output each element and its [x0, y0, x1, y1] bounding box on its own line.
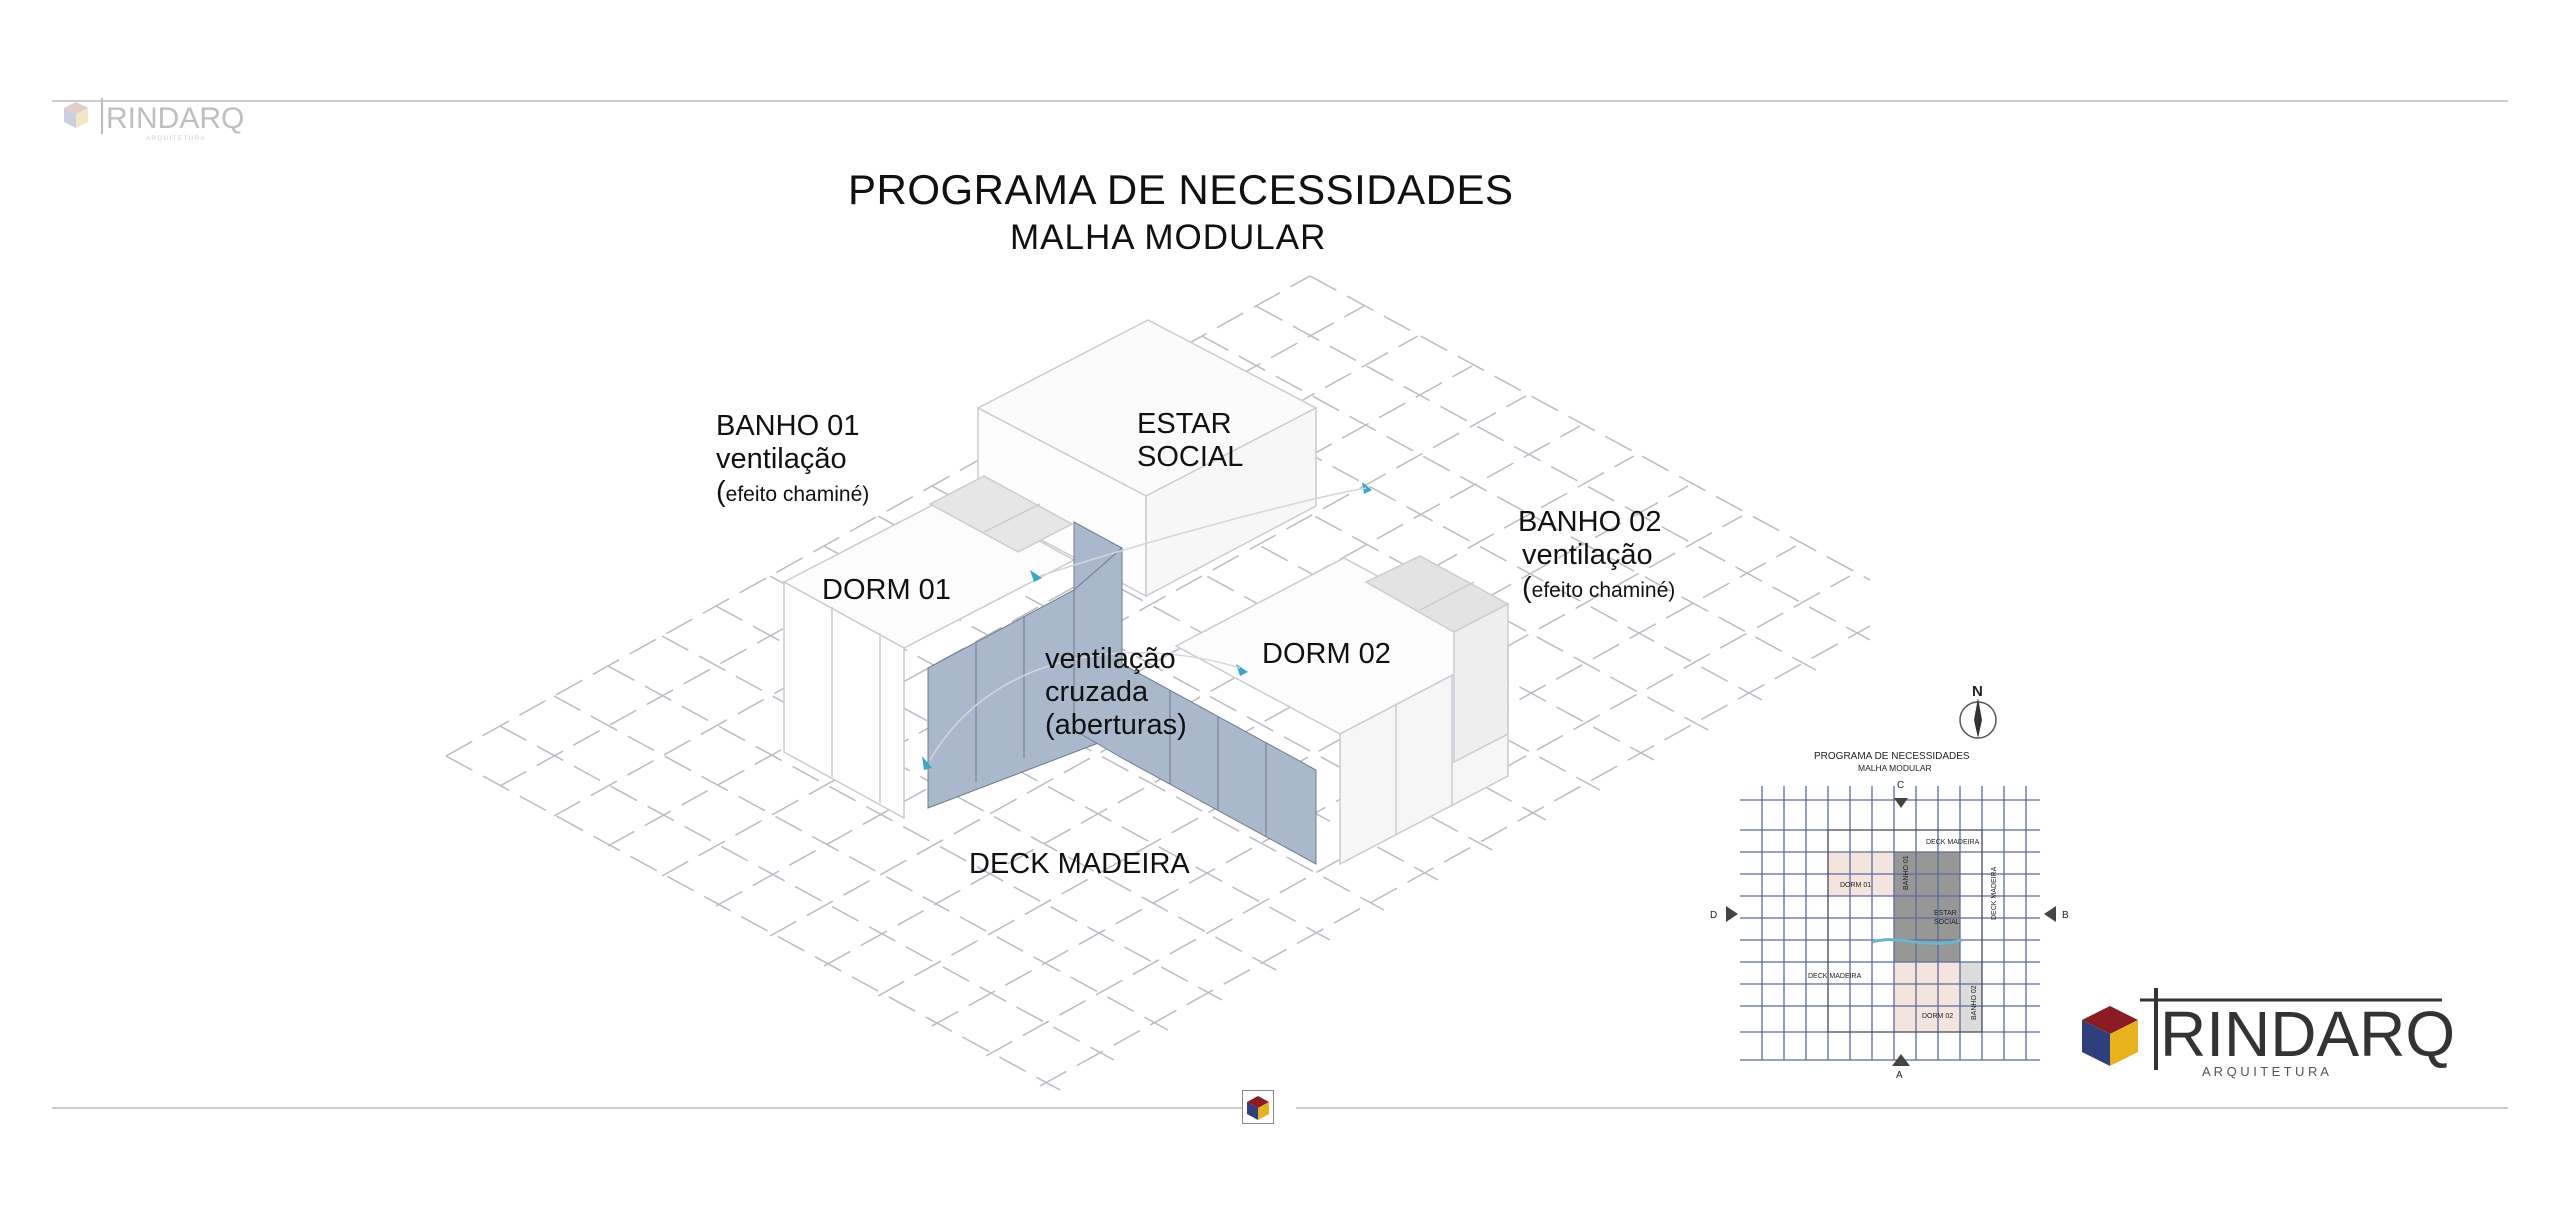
banho02-paren: (	[1522, 572, 1532, 604]
banho02-ventilacao: ventilação	[1522, 539, 1653, 571]
label-ventilacao-cruzada: ventilação cruzada (aberturas)	[1045, 643, 1187, 742]
header-logo-sub: A R Q U I T E T U R A	[146, 136, 205, 142]
arrow-icon	[1030, 570, 1042, 582]
mini-label-banho01: BANHO 01	[1903, 855, 1910, 890]
mini-grid-inner	[1827, 829, 1983, 1033]
banho01-ventilacao: ventilação	[716, 443, 847, 475]
cut-label-top: C	[1897, 780, 1904, 791]
brand-logo-cube-icon	[2082, 1006, 2138, 1066]
brand-logo: RINDARQ A R Q U I T E T U R A	[2082, 988, 2452, 1079]
mini-label-estar: ESTAR	[1934, 910, 1957, 917]
label-banho-01: BANHO 01 ventilação (efeito chaminé)	[716, 410, 869, 511]
header-logo-word: RINDARQ	[106, 102, 244, 135]
airflow-curves	[929, 487, 1367, 761]
ventilacao-line3: (aberturas)	[1045, 709, 1187, 741]
mini-banho02-fill	[1960, 962, 1982, 1032]
arrow-icon	[1362, 482, 1372, 494]
brand-logo-word: RINDARQ	[2160, 998, 2452, 1070]
estar-line2: SOCIAL	[1137, 441, 1244, 473]
banho01-note-text: efeito chaminé)	[725, 483, 870, 506]
mini-ventilation-wave	[1871, 938, 1963, 945]
mini-label-dorm01: DORM 01	[1840, 882, 1871, 889]
ventilation-walls	[927, 521, 1317, 865]
north-label: N	[1972, 683, 1983, 700]
mini-label-deck-left: DECK MADEIRA	[1808, 973, 1862, 980]
cut-label-bottom: A	[1896, 1070, 1903, 1080]
mini-dorm02-fill	[1894, 962, 1960, 1032]
ventilacao-line2: cruzada	[1045, 676, 1149, 708]
mini-label-deck-right: DECK MADEIRA	[1991, 866, 1998, 920]
banho01-name: BANHO 01	[716, 410, 860, 442]
estar-line1: ESTAR	[1137, 408, 1232, 440]
bottom-rule-right	[1296, 1107, 2508, 1109]
top-rule	[52, 100, 2508, 102]
banho01-note: (efeito chaminé)	[716, 476, 869, 511]
page-subtitle: MALHA MODULAR	[1010, 218, 1327, 257]
mini-floor-plan: N PROGRAMA DE NECESSIDADES MALHA MODULAR	[1710, 683, 2069, 1080]
bottom-rule-left	[52, 1107, 1242, 1109]
cut-marker-bottom-icon	[1892, 1054, 1910, 1066]
mini-label-deck-top: DECK MADEIRA	[1926, 839, 1980, 846]
banho02-name: BANHO 02	[1518, 506, 1662, 538]
mini-plan-title: PROGRAMA DE NECESSIDADES	[1814, 751, 1970, 762]
cut-marker-right-icon	[2044, 906, 2056, 922]
header-logo: RINDARQ A R Q U I T E T U R A	[64, 98, 244, 142]
cut-label-left: D	[1710, 910, 1717, 921]
brand-logo-sub: A R Q U I T E T U R A	[2202, 1064, 2329, 1079]
ventilacao-line1: ventilação	[1045, 643, 1176, 675]
label-deck-madeira: DECK MADEIRA	[969, 848, 1190, 880]
label-dorm-01: DORM 01	[822, 574, 951, 606]
mini-plan-subtitle: MALHA MODULAR	[1858, 763, 1932, 773]
label-estar-social: ESTAR SOCIAL	[1137, 408, 1243, 474]
banho02-note-text: efeito chaminé)	[1531, 579, 1676, 602]
label-banho-02: BANHO 02 ventilação (efeito chaminé)	[1518, 506, 1675, 607]
cut-marker-top-icon	[1894, 798, 1908, 808]
banho01-paren: (	[716, 476, 726, 508]
north-arrow-icon: N	[1959, 683, 1997, 739]
arrow-icon	[922, 756, 932, 770]
page-title: PROGRAMA DE NECESSIDADES	[848, 166, 1514, 213]
mini-label-social: SOCIAL	[1934, 919, 1960, 926]
mini-label-banho02: BANHO 02	[1971, 985, 1978, 1020]
footer-cube-icon	[1242, 1090, 1274, 1124]
cut-marker-left-icon	[1726, 906, 1738, 922]
mini-grid	[1740, 786, 2040, 1061]
header-logo-cube-icon	[64, 102, 88, 128]
label-dorm-02: DORM 02	[1262, 638, 1391, 670]
cut-label-right: B	[2062, 910, 2069, 921]
banho02-note: (efeito chaminé)	[1522, 572, 1675, 607]
mini-label-dorm02: DORM 02	[1922, 1013, 1953, 1020]
